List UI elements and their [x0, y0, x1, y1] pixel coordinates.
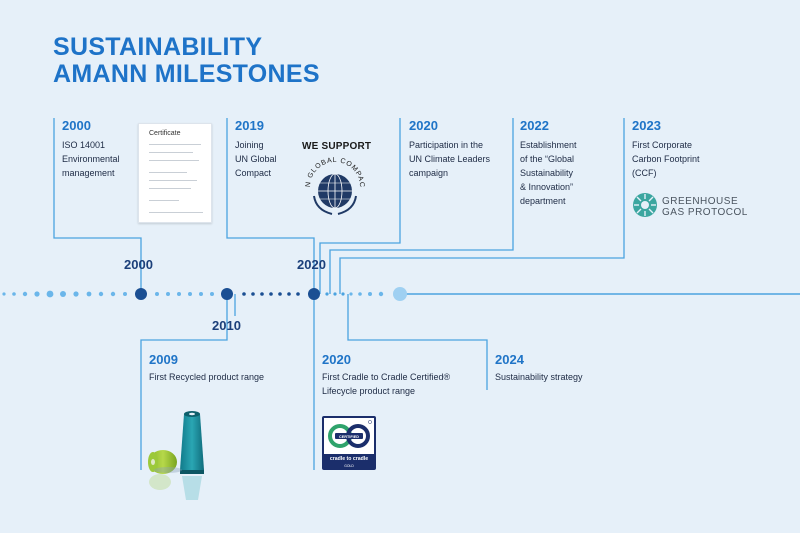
desc-line: First Corporate: [632, 140, 693, 150]
un-global-compact-logo: UN GLOBAL COMPACT: [302, 154, 364, 215]
milestone-year-2024: 2024: [495, 352, 524, 367]
axis-label-2020: 2020: [297, 257, 326, 272]
desc-line: Participation in the: [409, 140, 484, 150]
node-2000: [135, 288, 147, 300]
node-future: [393, 287, 407, 301]
milestone-desc-2023: First Corporate Carbon Footprint (CCF): [632, 138, 700, 180]
milestone-desc-2019: Joining UN Global Compact: [235, 138, 277, 180]
milestone-year-2023: 2023: [632, 118, 661, 133]
c2c-name-text: cradle to cradle: [330, 456, 368, 462]
connector-2019: [226, 118, 315, 294]
axis-label-2010: 2010: [212, 318, 241, 333]
milestone-desc-2020-climate: Participation in the UN Climate Leaders …: [409, 138, 490, 180]
desc-line: First Cradle to Cradle Certified®: [322, 372, 451, 382]
desc-line: Carbon Footprint: [632, 154, 700, 164]
c2c-level-text: GOLD: [344, 464, 354, 468]
desc-line: of the “Global: [520, 154, 575, 164]
desc-line: Environmental: [62, 154, 120, 164]
milestone-year-2020-c2c: 2020: [322, 352, 351, 367]
desc-line: (CCF): [632, 168, 657, 178]
desc-line: campaign: [409, 168, 449, 178]
desc-line: UN Global: [235, 154, 277, 164]
cradle-to-cradle-badge: CERTIFIED cradle to cradle GOLD: [322, 416, 376, 470]
connector-2000: [53, 118, 142, 294]
desc-line: & Innovation”: [520, 182, 574, 192]
desc-line: department: [520, 196, 566, 206]
ghg-line-2: GAS PROTOCOL: [662, 207, 748, 218]
certificate-title: Certificate: [149, 130, 181, 137]
desc-line: First Recycled product range: [149, 372, 265, 382]
desc-line: UN Climate Leaders: [409, 154, 491, 164]
page-title: SUSTAINABILITY AMANN MILESTONES: [53, 34, 320, 88]
milestone-desc-2020-c2c: First Cradle to Cradle Certified® Lifecy…: [322, 370, 450, 398]
milestone-year-2022: 2022: [520, 118, 549, 133]
desc-line: Establishment: [520, 140, 577, 150]
desc-line: Lifecycle product range: [322, 386, 416, 396]
ghg-protocol-text: GREENHOUSE GAS PROTOCOL: [662, 196, 748, 218]
title-line-2: AMANN MILESTONES: [53, 60, 320, 88]
milestone-desc-2022: Establishment of the “Global Sustainabil…: [520, 138, 577, 208]
connector-2024: [347, 294, 488, 390]
desc-line: management: [62, 168, 115, 178]
connector-2023: [339, 118, 625, 294]
milestone-year-2019: 2019: [235, 118, 264, 133]
desc-line: ISO 14001: [62, 140, 106, 150]
thread-spools-image: [148, 411, 204, 500]
milestone-year-2020-climate: 2020: [409, 118, 438, 133]
milestone-year-2000: 2000: [62, 118, 91, 133]
milestone-desc-2000: ISO 14001 Environmental management: [62, 138, 120, 180]
connector-2009: [140, 294, 228, 470]
connector-2020-climate: [319, 118, 401, 294]
ghg-line-1: GREENHOUSE: [662, 196, 739, 207]
c2c-certified-text: CERTIFIED: [339, 435, 359, 439]
desc-line: Sustainability: [520, 168, 574, 178]
un-we-support-text: WE SUPPORT: [302, 141, 372, 152]
timeline-dots: [2, 290, 214, 298]
node-2020: [308, 288, 320, 300]
certificate-icon: Certificate: [138, 123, 212, 223]
connector-2022: [329, 118, 514, 294]
axis-label-2000: 2000: [124, 257, 153, 272]
title-line-1: SUSTAINABILITY: [53, 33, 263, 61]
desc-line: Compact: [235, 168, 272, 178]
desc-line: Joining: [235, 140, 264, 150]
milestone-desc-2009: First Recycled product range: [149, 370, 264, 384]
desc-line: Sustainability strategy: [495, 372, 583, 382]
greenhouse-gas-protocol-logo: [633, 193, 657, 217]
milestone-desc-2024: Sustainability strategy: [495, 370, 583, 384]
node-2010: [221, 288, 233, 300]
milestone-year-2009: 2009: [149, 352, 178, 367]
